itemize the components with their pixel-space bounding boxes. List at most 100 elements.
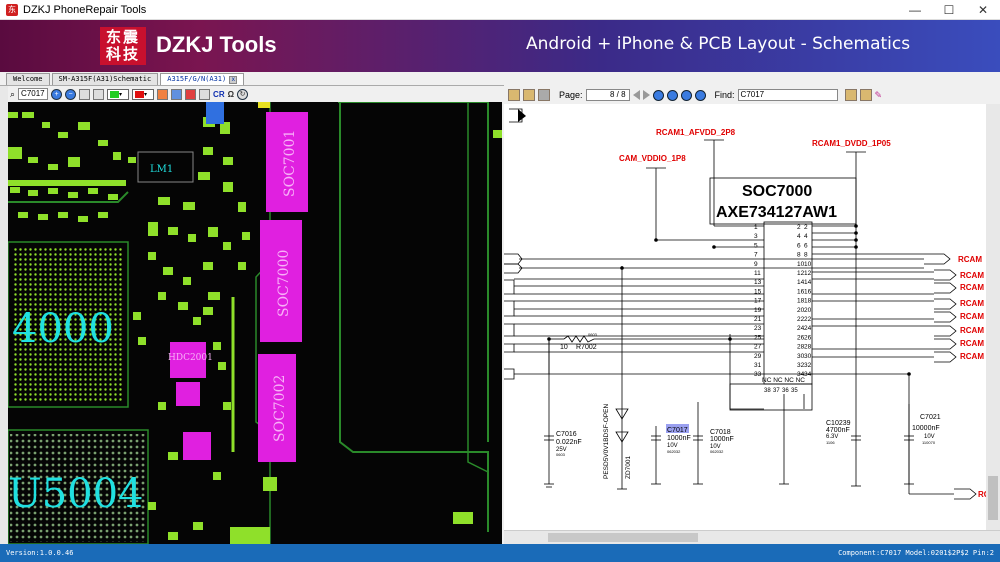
svg-text:RCAM: RCAM xyxy=(960,326,984,335)
pcb-pads xyxy=(8,112,502,544)
ic-pin-number: 9 xyxy=(754,261,758,268)
schematic-vertical-scrollbar[interactable] xyxy=(986,104,1000,530)
junction-dots xyxy=(547,224,911,376)
app-banner: 东震科技 DZKJ Tools Android + iPhone & PCB L… xyxy=(0,20,1000,72)
ic-pin-number: 17 xyxy=(754,298,762,305)
refresh-icon[interactable]: ↻ xyxy=(237,88,249,100)
pcb-outline xyxy=(338,102,489,442)
layer-icon[interactable] xyxy=(171,88,183,100)
c10239-ref: C10239 xyxy=(826,420,851,427)
pcb-layout-view[interactable]: 4000 U5004 LM1 SOC7001 SOC7000 SOC7002 H… xyxy=(8,102,502,544)
c7021-volt: 10V xyxy=(924,434,935,440)
connector-soc7000[interactable] xyxy=(260,220,302,342)
net-label-vddio: CAM_VDDIO_1P8 xyxy=(619,154,686,163)
ic-pin-number: 19 xyxy=(754,307,762,314)
c7016-volt: 25V xyxy=(556,447,567,453)
svg-text:RCAM: RCAM xyxy=(958,255,982,264)
scroll-thumb[interactable] xyxy=(548,533,698,542)
zoom-in-icon[interactable]: + xyxy=(51,88,63,100)
ic-pin-number: 34 xyxy=(804,371,812,378)
minimize-button[interactable]: — xyxy=(909,3,921,17)
schematic-view[interactable]: RCAM1_AFVDD_2P8 CAM_VDDIO_1P8 RCAM1_DVDD… xyxy=(504,104,1000,530)
fit-width-icon[interactable] xyxy=(652,89,664,101)
find-next-icon[interactable] xyxy=(859,89,872,101)
pcb-toolbar: ⌕ C7017 + − ▾ ▾ CR Ω ↻ xyxy=(0,86,504,102)
ic-pin-number: 37 xyxy=(773,388,780,394)
c7021-pkg: 110070 xyxy=(922,440,936,445)
ic-pin-number: 20 xyxy=(797,307,805,314)
tab-label: A315F/G/N(A31) xyxy=(167,75,227,83)
connector-soc7002[interactable] xyxy=(258,354,296,462)
search-icon[interactable]: ⌕ xyxy=(10,88,16,99)
tab-pcb-layout[interactable]: A315F/G/N(A31)x xyxy=(160,73,245,85)
net-color-picker[interactable]: ▾ xyxy=(107,88,130,100)
schematic-horizontal-scrollbar[interactable] xyxy=(504,530,1000,544)
r7002-pkg: 0603 xyxy=(588,332,598,337)
ic-pin-number: 28 xyxy=(804,344,812,351)
fit-view-icon[interactable] xyxy=(79,88,91,100)
schematic-toolbar: Page: 8 / 8 Find: C7017 ✎ xyxy=(504,86,1000,104)
list-icon[interactable] xyxy=(199,88,211,100)
c7016-pkg: 0603 xyxy=(556,452,566,457)
scroll-thumb[interactable] xyxy=(988,476,998,520)
c7017-ref[interactable]: C7017 xyxy=(667,427,688,434)
ohm-toggle[interactable]: Ω xyxy=(227,89,235,99)
print-icon[interactable] xyxy=(538,89,550,101)
c7018-volt: 10V xyxy=(710,444,721,450)
ic-nc-pins: NC NC NC NC xyxy=(762,377,805,384)
ic-pin-number: 30 xyxy=(797,353,805,360)
r7002-value: 10 xyxy=(560,344,568,351)
connector-soc7001[interactable] xyxy=(266,112,308,212)
ic-hdc2001[interactable] xyxy=(170,342,206,378)
bga-outline xyxy=(8,241,129,408)
pcb-side-handle[interactable] xyxy=(0,86,8,544)
maximize-button[interactable]: ☐ xyxy=(943,3,955,17)
pcb-canvas[interactable]: 4000 U5004 LM1 SOC7001 SOC7000 SOC7002 H… xyxy=(8,102,502,544)
schematic-canvas[interactable]: RCAM1_AFVDD_2P8 CAM_VDDIO_1P8 RCAM1_DVDD… xyxy=(504,104,1000,530)
bga-pads xyxy=(10,434,146,542)
ic-pin-number: 12 xyxy=(804,270,812,277)
svg-text:RCAM: RCAM xyxy=(960,312,984,321)
close-button[interactable]: ✕ xyxy=(977,3,989,17)
flip-icon[interactable] xyxy=(157,88,169,100)
svg-text:RCAM: RCAM xyxy=(960,352,984,361)
ic-pin-number: 30 xyxy=(804,353,812,360)
find-input[interactable]: C7017 xyxy=(737,89,838,101)
find-prev-icon[interactable] xyxy=(844,89,857,101)
net-label-afvdd: RCAM1_AFVDD_2P8 xyxy=(656,128,736,137)
ic-pin-number: 26 xyxy=(804,334,812,341)
ic-pin-number: 1 xyxy=(754,224,758,231)
tab-close-icon[interactable]: x xyxy=(229,75,238,84)
ic-pin-number: 34 xyxy=(797,371,805,378)
tab-welcome[interactable]: Welcome xyxy=(6,73,50,85)
ic-pin-number: 13 xyxy=(754,279,762,286)
highlight-pen-icon[interactable]: ✎ xyxy=(874,89,883,100)
pcb-outline xyxy=(8,191,129,203)
first-page-icon[interactable] xyxy=(632,90,640,100)
zoom-out-icon[interactable]: − xyxy=(65,88,77,100)
zoom-out-icon[interactable] xyxy=(680,89,692,101)
page-number-input[interactable]: 8 / 8 xyxy=(585,89,630,101)
ic-pin-number: 24 xyxy=(804,325,812,332)
next-page-icon[interactable] xyxy=(642,90,650,100)
fit-page-icon[interactable] xyxy=(666,89,678,101)
pcb-label-soc7002: SOC7002 xyxy=(272,375,288,442)
pcb-search-input[interactable]: C7017 xyxy=(18,88,49,100)
pcb-label-chip: LM1 xyxy=(150,164,173,175)
ic-pin-number: 27 xyxy=(754,344,762,351)
d7001-ref: ZD7001 xyxy=(625,455,632,479)
ic-pin-number: 8 xyxy=(804,252,808,259)
zoom-in-icon[interactable] xyxy=(694,89,706,101)
part-color-picker[interactable]: ▾ xyxy=(132,88,155,100)
open-file-icon[interactable] xyxy=(508,89,520,101)
c7017-pkg: 062032 xyxy=(667,449,681,454)
c7017-highlight[interactable] xyxy=(666,424,689,433)
mirror-icon[interactable] xyxy=(185,88,197,100)
window-controls: — ☐ ✕ xyxy=(898,0,1000,20)
cr-toggle[interactable]: CR xyxy=(213,89,225,99)
rotate-icon[interactable] xyxy=(93,88,105,100)
tab-schematic[interactable]: SM-A315F(A31)Schematic xyxy=(51,73,159,85)
save-icon[interactable] xyxy=(523,89,535,101)
